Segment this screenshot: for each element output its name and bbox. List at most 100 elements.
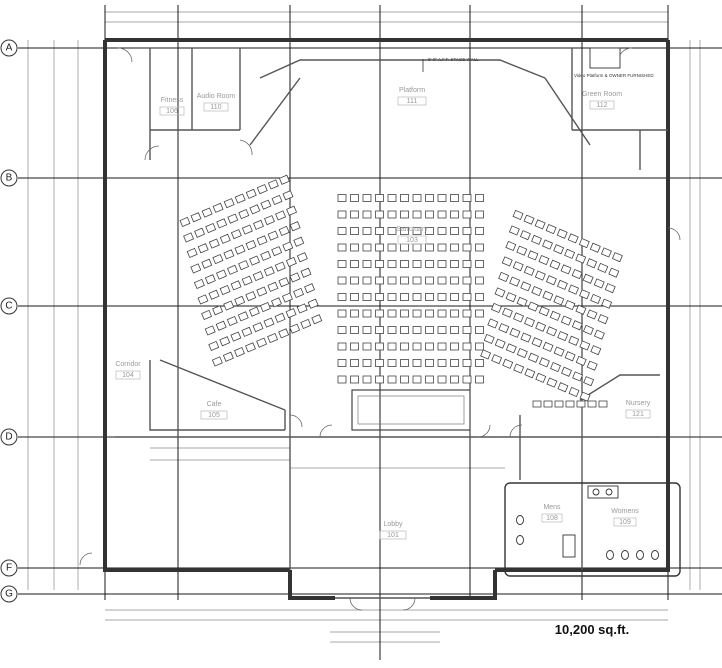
seat	[337, 359, 347, 367]
seat	[564, 351, 576, 362]
seat	[205, 222, 217, 234]
seat	[437, 293, 447, 301]
seat	[425, 326, 434, 334]
svg-text:108: 108	[546, 515, 558, 522]
seat	[201, 207, 213, 218]
seat	[450, 293, 459, 301]
video-platform-note: Video Platform & OWNER FURNISHED	[574, 73, 654, 78]
seat	[575, 304, 587, 315]
svg-text:106: 106	[166, 108, 178, 115]
seat	[282, 190, 294, 201]
seat	[450, 375, 459, 384]
seat	[412, 359, 422, 367]
grid-bubble-f: F	[0, 559, 18, 577]
seat	[350, 243, 359, 252]
seat	[350, 293, 359, 301]
seat	[285, 308, 297, 319]
seat	[498, 323, 510, 334]
room-labels: Fitness 106 Audio Room 110 Platform 111 …	[115, 87, 651, 540]
seat	[387, 309, 397, 318]
seat	[216, 218, 228, 229]
seat	[337, 276, 347, 285]
seat	[267, 230, 279, 241]
seat	[425, 210, 434, 219]
svg-text:Green Room: Green Room	[582, 91, 622, 98]
seat	[208, 340, 220, 352]
seat	[501, 256, 513, 267]
seat	[519, 230, 531, 241]
seat	[575, 253, 587, 264]
seat	[462, 309, 472, 318]
seat	[208, 289, 220, 300]
seat	[535, 321, 547, 332]
seat	[425, 227, 434, 235]
seat	[556, 228, 568, 239]
doors	[79, 47, 681, 611]
seat	[387, 227, 397, 235]
seat	[197, 294, 209, 305]
seat	[571, 268, 583, 280]
seat	[597, 314, 609, 325]
seat	[234, 295, 246, 306]
sanctuary-seating	[179, 174, 623, 408]
seat	[190, 263, 202, 274]
seat	[593, 329, 605, 340]
seat	[260, 199, 272, 210]
seat	[505, 343, 517, 354]
seat	[425, 194, 434, 202]
room-label-cafe: Cafe 105	[200, 401, 228, 420]
seat	[590, 345, 602, 356]
seat	[400, 227, 409, 235]
seat	[278, 174, 290, 185]
seat	[362, 260, 372, 268]
seat	[234, 193, 246, 204]
svg-text:Mens: Mens	[543, 504, 561, 511]
seat	[527, 250, 539, 261]
room-label-nursery: Nursery 121	[625, 400, 651, 419]
seat	[237, 311, 249, 322]
seat	[362, 359, 372, 367]
seat	[375, 243, 384, 252]
seat	[475, 326, 484, 334]
seat	[245, 342, 256, 353]
seat	[425, 276, 434, 285]
room-label-mens: Mens 108	[541, 504, 563, 523]
seat	[512, 261, 524, 272]
seat	[545, 223, 557, 235]
seat	[296, 303, 308, 314]
seat	[462, 210, 472, 219]
seat	[475, 342, 484, 351]
seat	[412, 243, 422, 252]
seat	[512, 209, 524, 221]
grid-bubble-b: B	[0, 169, 18, 187]
seat	[450, 210, 459, 219]
seat	[193, 278, 205, 290]
seat	[337, 375, 347, 384]
seat	[400, 243, 409, 252]
seat	[375, 276, 384, 285]
seat	[387, 194, 397, 202]
seat	[475, 276, 484, 285]
seat	[387, 293, 397, 301]
seat	[293, 236, 305, 247]
seat	[400, 260, 409, 268]
seat	[425, 342, 434, 351]
seat	[271, 246, 283, 257]
seat	[462, 243, 472, 252]
seat	[400, 309, 409, 318]
seat	[501, 307, 513, 318]
seat	[311, 314, 323, 325]
seat	[400, 194, 409, 202]
seat	[524, 316, 535, 328]
seat	[375, 260, 384, 268]
svg-text:112: 112	[596, 102, 607, 109]
svg-text:101: 101	[387, 532, 399, 539]
seat	[362, 276, 372, 285]
seat	[538, 357, 550, 368]
seat	[412, 194, 422, 202]
seat	[197, 243, 209, 254]
seat	[296, 252, 308, 263]
svg-text:Corridor: Corridor	[115, 361, 141, 368]
seat	[223, 249, 235, 260]
